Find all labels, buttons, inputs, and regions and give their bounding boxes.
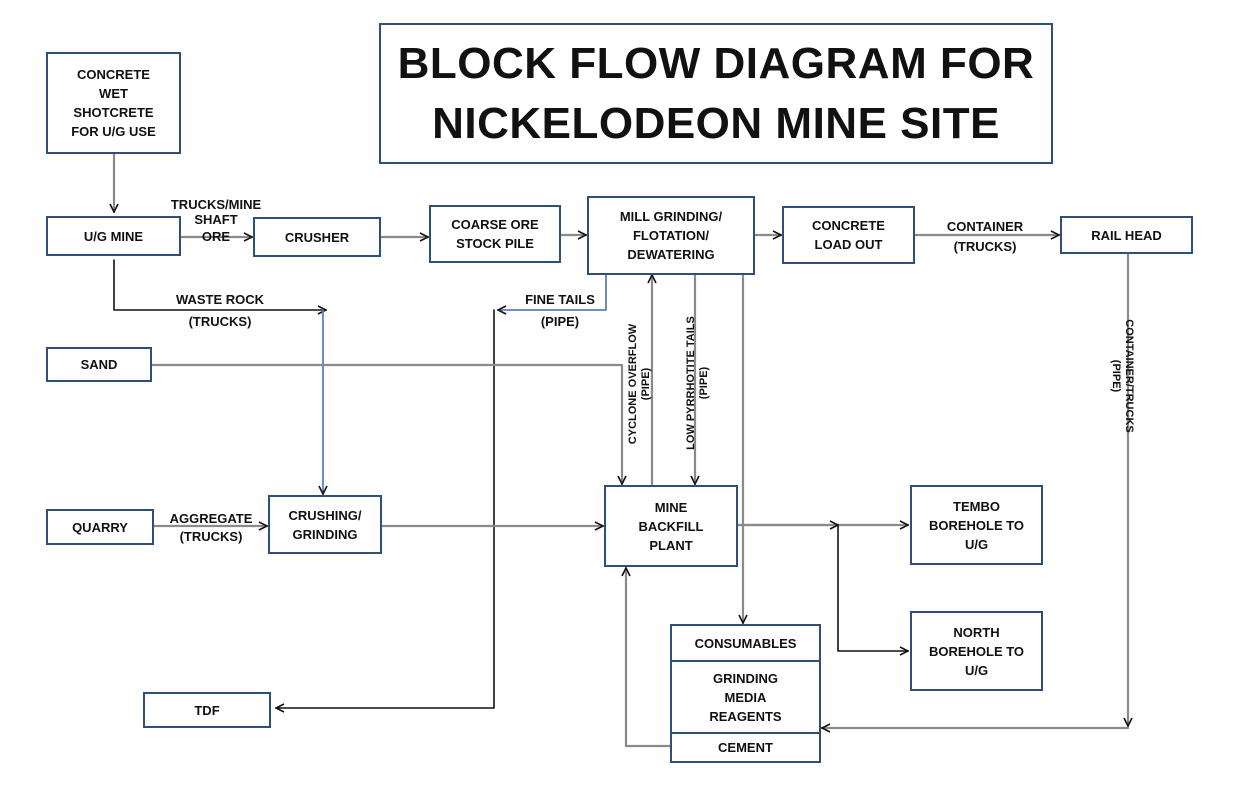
container-line-1: CONTAINER — [946, 219, 1024, 234]
label-fine-tails: FINE TAILS (PIPE) — [505, 291, 615, 331]
connector-sand-to-backfill — [150, 363, 622, 486]
ug-mine-box: U/G MINE — [46, 216, 181, 256]
connector-cement-to-backfill — [626, 566, 673, 748]
mill-line-3: DEWATERING — [627, 247, 715, 262]
crushing-line-1: CRUSHING/ — [288, 507, 362, 523]
title-line-1: BLOCK FLOW DIAGRAM FOR — [397, 38, 1035, 88]
ug-mine-label: U/G MINE — [83, 228, 144, 244]
coarse-ore-line-2: STOCK PILE — [456, 236, 534, 251]
cement-section: CEMENT — [672, 732, 819, 761]
rail-pipe-line-2: (PIPE) — [1110, 359, 1122, 393]
north-borehole-box: NORTH BOREHOLE TO U/G — [910, 611, 1043, 691]
cyclone-line-1: CYCLONE OVERFLOW — [627, 323, 639, 445]
tembo-line-3: U/G — [964, 536, 989, 552]
label-low-pyrrhotite: LOW PYRRHOTITE TAILS (PIPE) — [685, 313, 711, 453]
backfill-line-1: MINE — [654, 499, 688, 515]
tdf-label: TDF — [194, 702, 220, 718]
rail-pipe-line-1: CONTAINER/TRUCKS — [1123, 319, 1135, 433]
crushing-line-2: GRINDING — [292, 526, 358, 542]
sand-box: SAND — [46, 347, 152, 382]
consumables-line-3: REAGENTS — [709, 708, 782, 724]
connector-waste-rock — [113, 259, 326, 310]
label-waste-rock: WASTE ROCK (TRUCKS) — [160, 291, 280, 331]
tembo-borehole-box: TEMBO BOREHOLE TO U/G — [910, 485, 1043, 565]
quarry-box: QUARRY — [46, 509, 154, 545]
concrete-line-3: SHOTCRETE — [73, 105, 154, 120]
label-aggregate: AGGREGATE (TRUCKS) — [154, 510, 268, 546]
aggregate-line-1: AGGREGATE — [169, 511, 253, 526]
concrete-shotcrete-box: CONCRETE WET SHOTCRETE FOR U/G USE — [46, 52, 181, 154]
connector-fine-tails — [498, 274, 607, 310]
fine-tails-line-2: (PIPE) — [540, 314, 580, 329]
crushing-grinding-box: CRUSHING/ GRINDING — [268, 495, 382, 554]
trucks-mine-line-2: SHAFT — [194, 212, 238, 227]
mill-grinding-box: MILL GRINDING/ FLOTATION/ DEWATERING — [587, 196, 755, 275]
concrete-load-out-box: CONCRETE LOAD OUT — [782, 206, 915, 264]
mill-line-2: FLOTATION/ — [632, 228, 710, 243]
concrete-line-1: CONCRETE — [77, 67, 150, 82]
tdf-box: TDF — [143, 692, 271, 728]
trucks-mine-line-3: ORE — [201, 229, 231, 244]
aggregate-line-2: (TRUCKS) — [179, 529, 243, 544]
cyclone-line-2: (PIPE) — [640, 367, 652, 401]
concrete-load-line-2: LOAD OUT — [814, 237, 883, 252]
cement-label: CEMENT — [718, 740, 773, 755]
connector-to-north — [837, 524, 908, 651]
trucks-mine-line-1: TRUCKS/MINE — [170, 197, 262, 212]
north-line-3: U/G — [964, 662, 989, 678]
backfill-line-3: PLANT — [649, 537, 693, 553]
tembo-line-1: TEMBO — [953, 498, 1000, 514]
rail-head-label: RAIL HEAD — [1091, 227, 1162, 243]
consumables-header-label: CONSUMABLES — [694, 635, 797, 651]
consumables-line-1: GRINDING — [713, 670, 778, 686]
pyrrhotite-line-1: LOW PYRRHOTITE TAILS — [685, 316, 697, 450]
crusher-box: CRUSHER — [253, 217, 381, 257]
mine-backfill-plant-box: MINE BACKFILL PLANT — [604, 485, 738, 567]
consumables-box: CONSUMABLES GRINDING MEDIA REAGENTS CEME… — [670, 624, 821, 763]
label-container-trucks: CONTAINER (TRUCKS) — [930, 218, 1040, 256]
rail-head-box: RAIL HEAD — [1060, 216, 1193, 254]
sand-label: SAND — [80, 357, 118, 372]
label-cyclone-overflow: CYCLONE OVERFLOW (PIPE) — [627, 319, 653, 449]
concrete-load-line-1: CONCRETE — [812, 218, 885, 233]
coarse-ore-line-1: COARSE ORE — [451, 217, 539, 232]
fine-tails-line-1: FINE TAILS — [525, 292, 595, 307]
tembo-line-2: BOREHOLE TO — [928, 517, 1025, 533]
waste-rock-line-2: (TRUCKS) — [188, 314, 252, 329]
label-trucks-mine-shaft: TRUCKS/MINE SHAFT ORE — [158, 196, 274, 246]
north-line-2: BOREHOLE TO — [928, 643, 1025, 659]
backfill-line-2: BACKFILL — [638, 518, 704, 534]
concrete-line-4: FOR U/G USE — [71, 124, 156, 139]
consumables-header: CONSUMABLES — [672, 626, 819, 662]
quarry-label: QUARRY — [72, 519, 128, 535]
north-line-1: NORTH — [953, 624, 1000, 640]
consumables-line-2: MEDIA — [724, 689, 767, 705]
concrete-line-2: WET — [99, 86, 128, 101]
pyrrhotite-line-2: (PIPE) — [698, 366, 710, 400]
label-container-trucks-pipe: CONTAINER/TRUCKS (PIPE) — [1109, 311, 1135, 441]
title-line-2: NICKELODEON MINE SITE — [432, 98, 1000, 148]
consumables-body: GRINDING MEDIA REAGENTS — [672, 662, 819, 732]
connector-fine-tails-down-to-tdf — [276, 309, 495, 708]
container-line-2: (TRUCKS) — [953, 239, 1017, 254]
mill-line-1: MILL GRINDING/ — [619, 209, 723, 224]
coarse-ore-stockpile-box: COARSE ORE STOCK PILE — [429, 205, 561, 263]
waste-rock-line-1: WASTE ROCK — [175, 292, 265, 307]
crusher-label: CRUSHER — [284, 229, 350, 245]
diagram-title: BLOCK FLOW DIAGRAM FOR NICKELODEON MINE … — [379, 23, 1053, 164]
